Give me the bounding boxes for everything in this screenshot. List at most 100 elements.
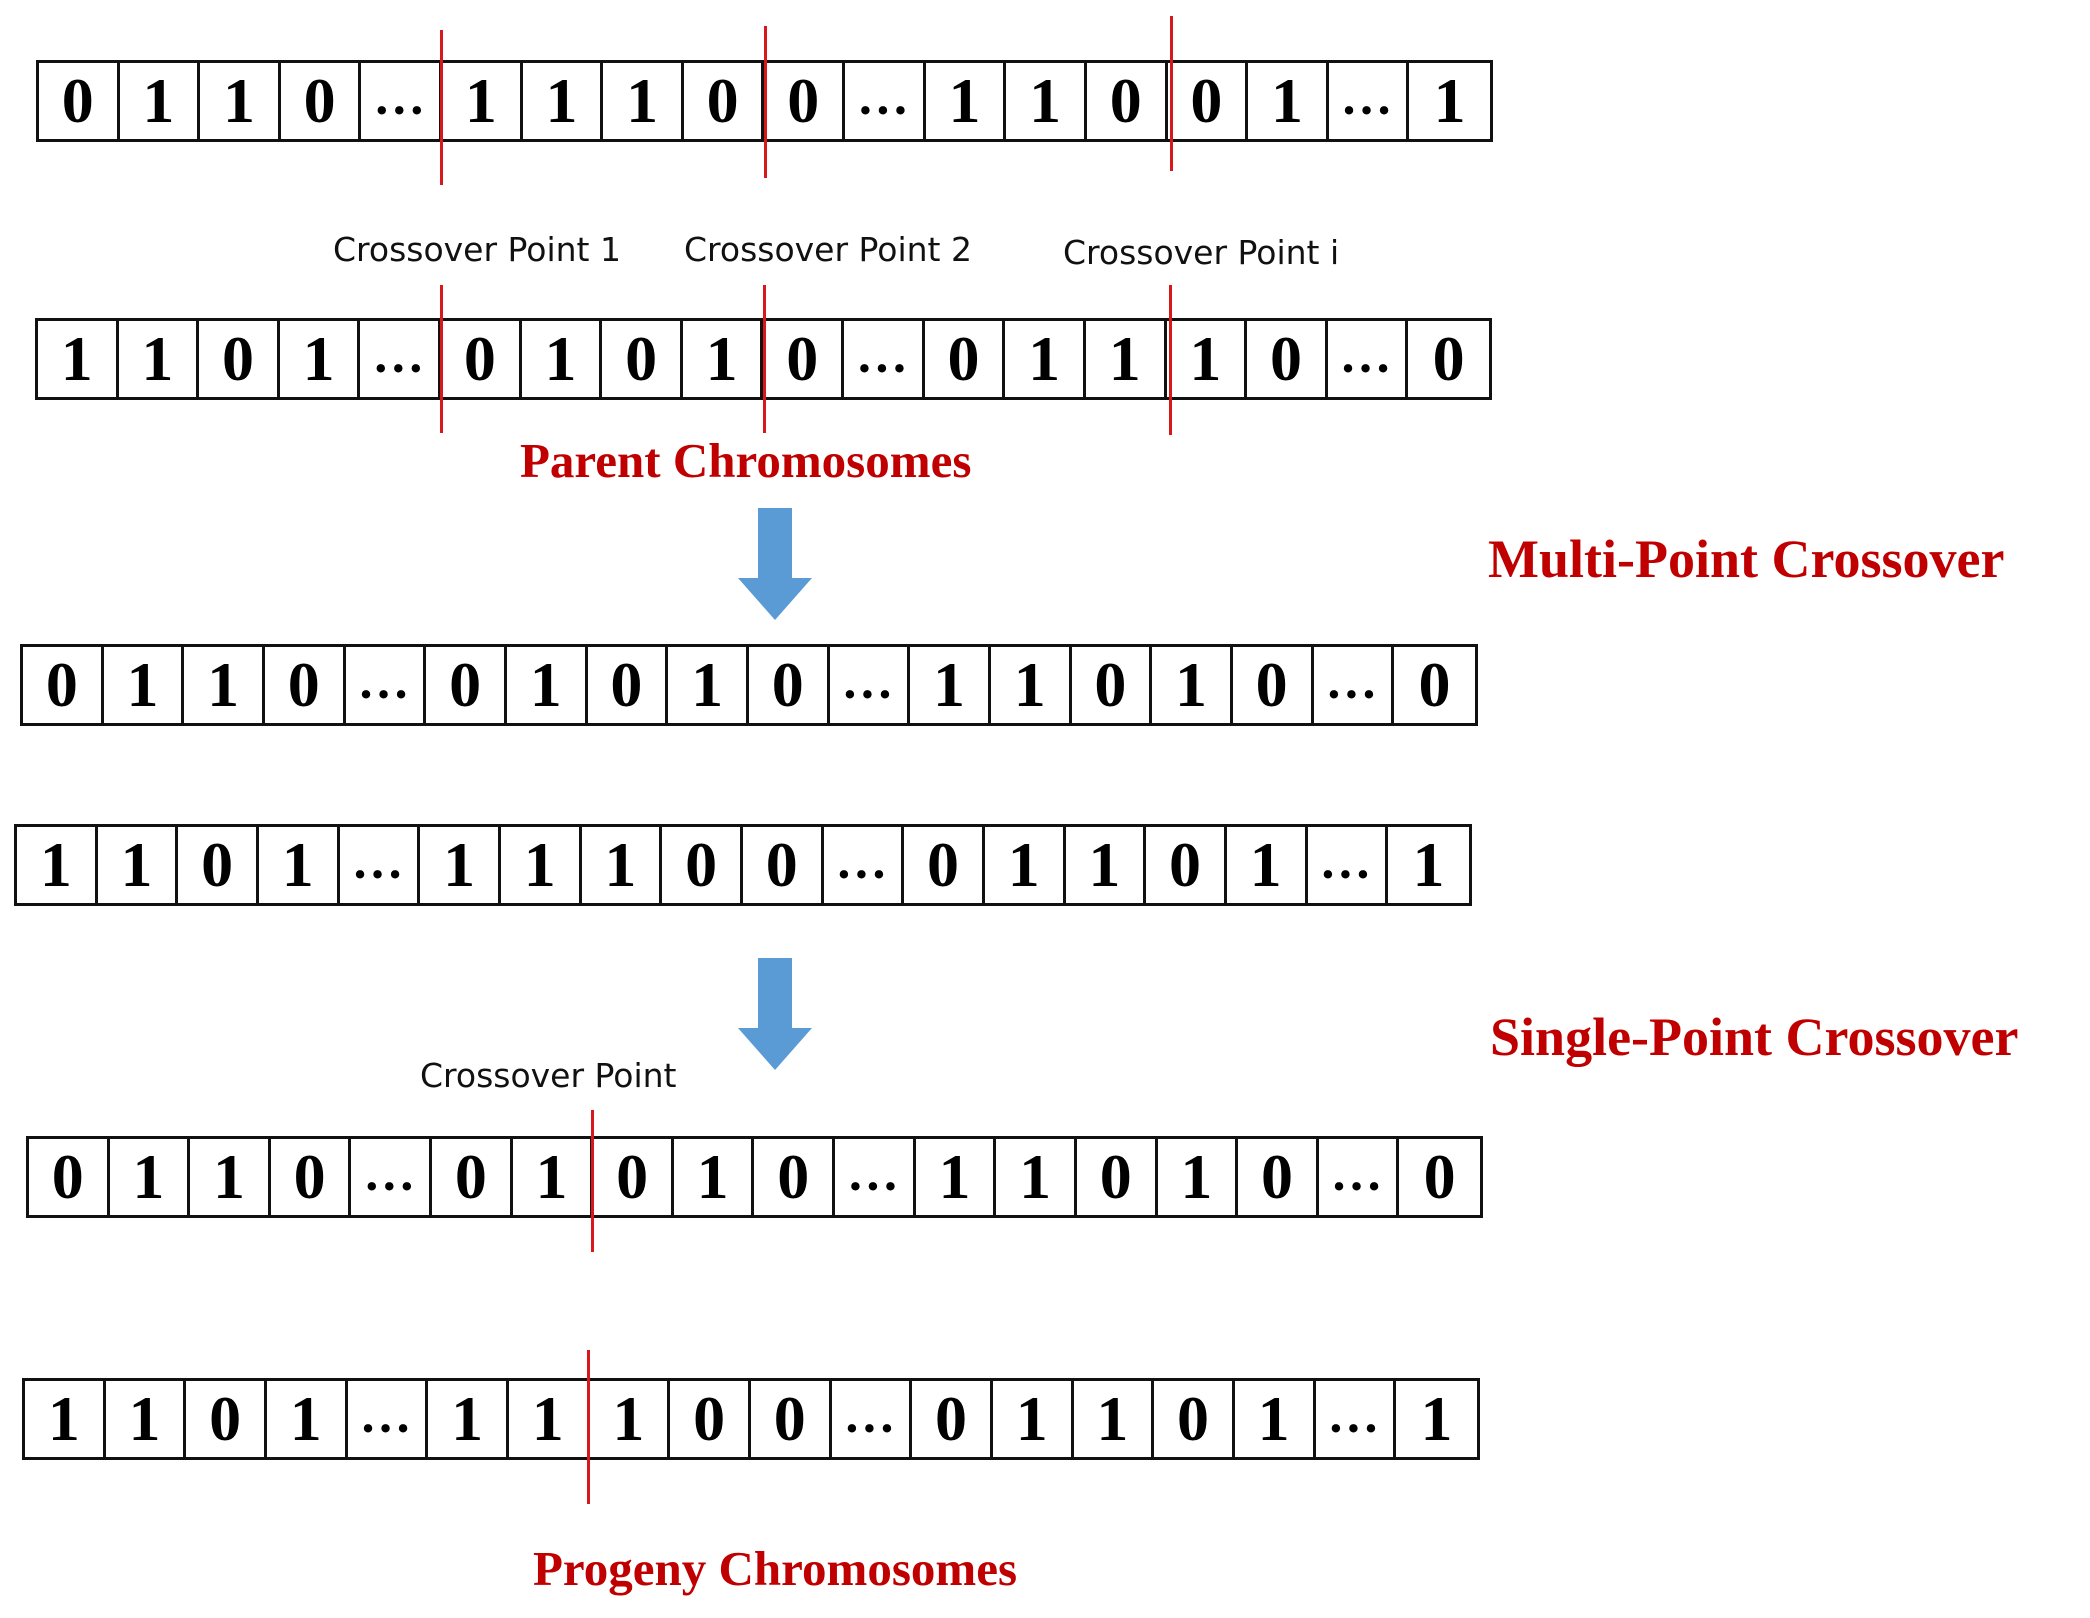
gene-cell: 1 xyxy=(259,827,340,903)
gene-cell: 0 xyxy=(39,63,120,139)
gene-ellipsis: … xyxy=(830,647,911,723)
crossover-cut-line-i xyxy=(1170,16,1173,171)
gene-cell: 0 xyxy=(764,63,846,139)
gene-ellipsis: … xyxy=(351,1139,433,1215)
down-arrow-icon xyxy=(738,958,812,1070)
gene-ellipsis: … xyxy=(346,647,427,723)
gene-cell: 0 xyxy=(925,321,1006,397)
gene-cell: 0 xyxy=(602,321,683,397)
gene-cell: 1 xyxy=(1005,321,1086,397)
gene-cell: 1 xyxy=(25,1381,106,1457)
gene-cell: 1 xyxy=(190,1139,271,1215)
gene-cell: 1 xyxy=(993,1381,1074,1457)
gene-cell: 0 xyxy=(432,1139,513,1215)
gene-cell: 1 xyxy=(522,321,603,397)
gene-cell: 1 xyxy=(1420,1383,1453,1454)
gene-ellipsis: … xyxy=(844,321,925,397)
gene-cell: 0 xyxy=(1233,647,1314,723)
gene-ellipsis: … xyxy=(845,63,926,139)
gene-ellipsis: … xyxy=(1329,63,1410,139)
gene-cell: 1 xyxy=(910,647,991,723)
gene-ellipsis: … xyxy=(340,827,421,903)
crossover-point-label: Crossover Point xyxy=(420,1056,677,1095)
gene-cell: 1 xyxy=(428,1381,509,1457)
gene-cell: 0 xyxy=(684,63,765,139)
gene-cell: 1 xyxy=(1248,63,1329,139)
gene-cell: 0 xyxy=(763,321,845,397)
gene-cell: 1 xyxy=(1235,1381,1316,1457)
gene-cell: 1 xyxy=(683,321,764,397)
gene-cell: 1 xyxy=(509,1381,590,1457)
gene-cell: 1 xyxy=(200,63,281,139)
gene-cell: 1 xyxy=(38,321,119,397)
gene-cell: 1 xyxy=(991,647,1072,723)
gene-cell: 1 xyxy=(267,1381,348,1457)
gene-cell: 0 xyxy=(912,1381,993,1457)
gene-cell: 1 xyxy=(1433,65,1466,136)
gene-cell: 0 xyxy=(178,827,259,903)
gene-cell: 1 xyxy=(523,63,604,139)
gene-cell: 1 xyxy=(916,1139,997,1215)
gene-cell: 0 xyxy=(1077,1139,1158,1215)
gene-cell: 1 xyxy=(674,1139,755,1215)
gene-cell: 0 xyxy=(904,827,985,903)
multi-point-crossover-title: Multi-Point Crossover xyxy=(1488,529,2005,589)
gene-cell: 1 xyxy=(1227,827,1308,903)
gene-cell: 0 xyxy=(1432,323,1465,394)
gene-cell: 1 xyxy=(442,63,523,139)
gene-cell: 0 xyxy=(23,647,104,723)
gene-cell: 0 xyxy=(1238,1139,1319,1215)
gene-ellipsis: … xyxy=(1319,1139,1400,1215)
gene-cell: 0 xyxy=(441,321,522,397)
single-crossover-cut-line-lower xyxy=(587,1350,590,1504)
gene-ellipsis: … xyxy=(824,827,905,903)
gene-cell: 0 xyxy=(1168,63,1249,139)
gene-cell: 1 xyxy=(501,827,582,903)
gene-cell: 1 xyxy=(582,827,663,903)
gene-cell: 0 xyxy=(186,1381,267,1457)
gene-cell: 1 xyxy=(104,647,185,723)
gene-cell: 0 xyxy=(593,1139,674,1215)
gene-ellipsis: … xyxy=(832,1381,913,1457)
gene-cell: 0 xyxy=(1154,1381,1235,1457)
gene-cell: 0 xyxy=(29,1139,110,1215)
gene-cell: 1 xyxy=(996,1139,1077,1215)
gene-cell: 1 xyxy=(1412,829,1445,900)
gene-cell: 0 xyxy=(199,321,280,397)
gene-cell: 1 xyxy=(985,827,1066,903)
gene-cell: 1 xyxy=(184,647,265,723)
gene-cell: 1 xyxy=(1006,63,1087,139)
gene-cell: 0 xyxy=(1423,1141,1456,1212)
gene-cell: 1 xyxy=(17,827,98,903)
gene-cell: 1 xyxy=(420,827,501,903)
gene-cell: 0 xyxy=(1247,321,1328,397)
gene-cell: 0 xyxy=(281,63,362,139)
gene-cell: 1 xyxy=(98,827,179,903)
gene-ellipsis: … xyxy=(1314,647,1395,723)
crossover-cut-line-i-lower xyxy=(1169,285,1172,435)
crossover-cut-line-1-lower xyxy=(440,285,443,433)
gene-cell: 1 xyxy=(1167,321,1248,397)
gene-ellipsis: … xyxy=(1328,321,1409,397)
gene-cell: 0 xyxy=(1072,647,1153,723)
gene-ellipsis: … xyxy=(835,1139,916,1215)
gene-cell: 1 xyxy=(1158,1139,1239,1215)
gene-cell: 0 xyxy=(1146,827,1227,903)
gene-cell: 0 xyxy=(1087,63,1168,139)
gene-cell: 1 xyxy=(590,1381,671,1457)
crossover-point-1-label: Crossover Point 1 xyxy=(333,230,621,269)
gene-cell: 0 xyxy=(754,1139,836,1215)
gene-ellipsis: … xyxy=(360,321,442,397)
gene-cell: 1 xyxy=(1066,827,1147,903)
gene-cell: 1 xyxy=(110,1139,191,1215)
crossover-cut-line-2 xyxy=(764,26,767,178)
gene-cell: 0 xyxy=(743,827,824,903)
crossover-point-i-label: Crossover Point i xyxy=(1063,233,1340,272)
gene-cell: 0 xyxy=(588,647,669,723)
crossover-cut-line-1 xyxy=(440,30,443,185)
gene-ellipsis: … xyxy=(1316,1381,1397,1457)
gene-ellipsis: … xyxy=(1308,827,1389,903)
